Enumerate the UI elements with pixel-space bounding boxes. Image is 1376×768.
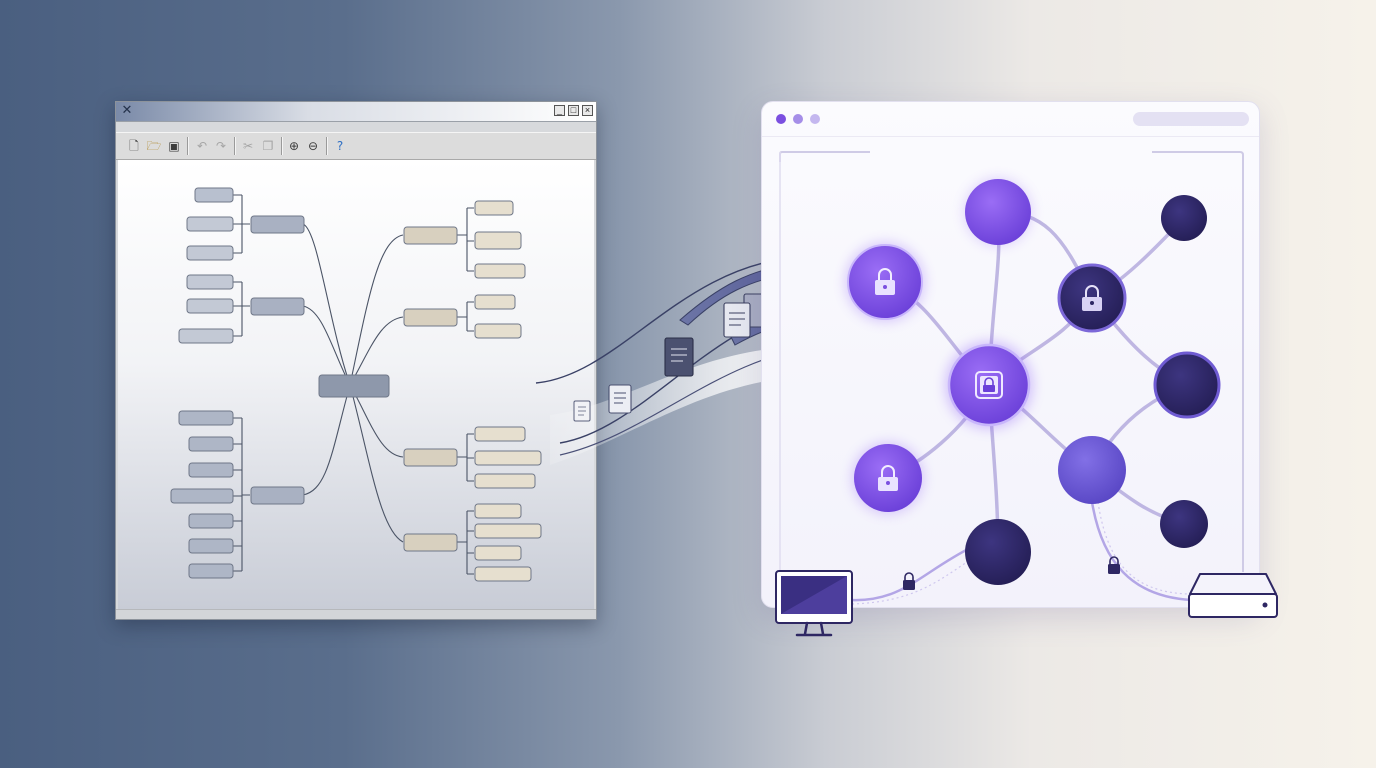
mindmap-node [474, 263, 526, 279]
mindmap-node [474, 523, 542, 539]
legacy-titlebar[interactable]: ✕ _ □ × [116, 102, 596, 122]
legacy-toolbar: 🗋 🗁 ▣ ↶ ↷ ✂ ❐ ⊕ ⊖ ? [116, 132, 596, 160]
mindmap-node [474, 450, 542, 466]
flow-line [535, 256, 801, 384]
mindmap-node [186, 274, 234, 290]
mindmap-node [474, 294, 516, 310]
mindmap-diagram [170, 187, 542, 582]
mindmap-node [186, 216, 234, 232]
mindmap-node [250, 486, 305, 505]
mindmap-node [403, 308, 458, 327]
mindmap-node [474, 545, 522, 561]
legacy-statusbar [116, 609, 596, 619]
network-node[interactable] [1153, 351, 1221, 419]
mindmap-node [474, 426, 526, 442]
padlock-icon [1082, 285, 1102, 311]
mindmap-central-node [318, 374, 390, 398]
close-button[interactable]: × [582, 105, 593, 116]
mindmap-node [474, 566, 532, 582]
cut-icon[interactable]: ✂ [242, 139, 254, 153]
mindmap-node [194, 187, 234, 203]
help-icon[interactable]: ? [336, 139, 344, 153]
undo-icon[interactable]: ↶ [196, 139, 208, 153]
mindmap-node [474, 323, 522, 339]
flow-stream [550, 346, 830, 465]
mindmap-node [188, 436, 234, 452]
mindmap-node [178, 410, 234, 426]
mindmap-node [188, 462, 234, 478]
mindmap-node [250, 215, 305, 234]
window-dot-close[interactable] [776, 114, 786, 124]
mindmap-node [474, 231, 522, 250]
desktop-monitor-icon [775, 570, 853, 637]
mindmap-node [188, 538, 234, 554]
mindmap-node [188, 513, 234, 529]
open-folder-icon[interactable]: 🗁 [146, 139, 162, 153]
mindmap-node [186, 245, 234, 261]
mindmap-node [250, 297, 305, 316]
network-node[interactable] [1161, 195, 1207, 241]
mindmap-node [170, 488, 234, 504]
padlock-icon [903, 572, 915, 590]
redo-icon[interactable]: ↷ [215, 139, 227, 153]
window-dot-minimize[interactable] [793, 114, 803, 124]
maximize-button[interactable]: □ [568, 105, 579, 116]
mindmap-node [474, 200, 514, 216]
toolbar-separator [281, 137, 283, 155]
mindmap-node [188, 563, 234, 579]
padlock-icon [875, 268, 895, 295]
network-node[interactable] [965, 519, 1031, 585]
zoom-out-icon[interactable]: ⊖ [307, 139, 319, 153]
window-dot-maximize[interactable] [810, 114, 820, 124]
minimize-button[interactable]: _ [554, 105, 565, 116]
mindmap-canvas[interactable] [118, 160, 594, 610]
modern-window [761, 101, 1260, 608]
padlock-icon [878, 465, 898, 491]
server-icon [1188, 573, 1278, 618]
mindmap-node [178, 328, 234, 344]
mindmap-node [186, 298, 234, 314]
vault-icon [975, 371, 1003, 399]
save-icon[interactable]: ▣ [168, 139, 180, 153]
copy-icon[interactable]: ❐ [262, 139, 274, 153]
network-node[interactable] [1058, 436, 1126, 504]
address-bar[interactable] [1133, 112, 1249, 126]
document-icon [664, 337, 694, 377]
network-node[interactable] [1160, 500, 1208, 548]
window-chrome-divider [762, 136, 1259, 137]
mindmap-node [474, 473, 536, 489]
toolbar-separator [326, 137, 328, 155]
secure-network-diagram [779, 151, 1244, 605]
app-x-icon: ✕ [121, 103, 133, 118]
zoom-in-icon[interactable]: ⊕ [288, 139, 300, 153]
mindmap-node [403, 533, 458, 552]
toolbar-separator [234, 137, 236, 155]
padlock-icon [1108, 556, 1120, 574]
document-icon [608, 384, 632, 414]
mindmap-node [403, 448, 458, 467]
mindmap-node [474, 503, 522, 519]
legacy-window: ✕ _ □ × 🗋 🗁 ▣ ↶ ↷ ✂ ❐ ⊕ ⊖ ? [115, 101, 597, 620]
toolbar-separator [187, 137, 189, 155]
document-icon [573, 400, 591, 422]
mindmap-node [403, 226, 458, 245]
network-node[interactable] [965, 179, 1031, 245]
new-file-icon[interactable]: 🗋 [129, 139, 139, 153]
